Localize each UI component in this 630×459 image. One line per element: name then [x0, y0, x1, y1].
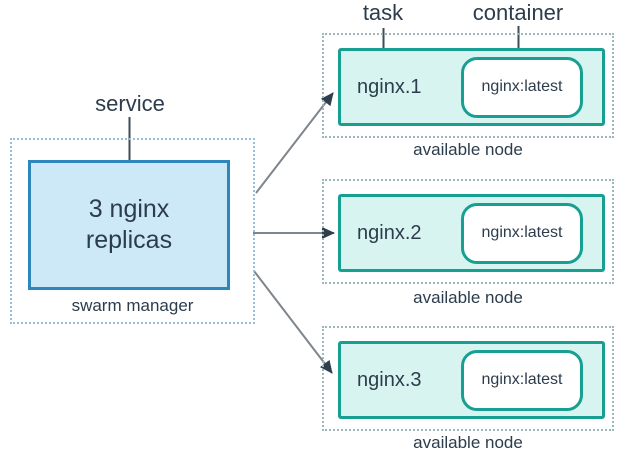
service-box-text-line1: 3 nginx	[88, 195, 170, 223]
task-name-3: nginx.3	[357, 368, 422, 391]
service-label: service	[95, 91, 165, 116]
available-node-3-caption: available node	[413, 433, 523, 452]
task-name-2: nginx.2	[357, 221, 422, 244]
container-box-2: nginx:latest	[461, 202, 583, 264]
container-box-1: nginx:latest	[461, 56, 583, 118]
task-name-1: nginx.1	[357, 75, 422, 98]
available-node-2: nginx.2 nginx:latest	[322, 179, 614, 284]
available-node-2-caption: available node	[413, 288, 523, 307]
available-node-3: nginx.3 nginx:latest	[322, 326, 614, 431]
arrow-to-node-3	[253, 270, 333, 374]
available-node-1-caption: available node	[413, 140, 523, 159]
task-label: task	[362, 0, 404, 25]
swarm-manager-caption: swarm manager	[71, 296, 194, 315]
container-label: container	[472, 0, 564, 25]
task-box-1: nginx.1 nginx:latest	[338, 48, 605, 126]
service-box: 3 nginx replicas	[28, 160, 230, 290]
task-box-2: nginx.2 nginx:latest	[338, 194, 605, 272]
swarm-manager-boundary: 3 nginx replicas swarm manager	[10, 138, 255, 324]
available-node-1: nginx.1 nginx:latest	[322, 33, 614, 138]
task-box-3: nginx.3 nginx:latest	[338, 341, 605, 419]
service-box-text-line2: replicas	[85, 226, 173, 254]
container-box-3: nginx:latest	[461, 349, 583, 411]
